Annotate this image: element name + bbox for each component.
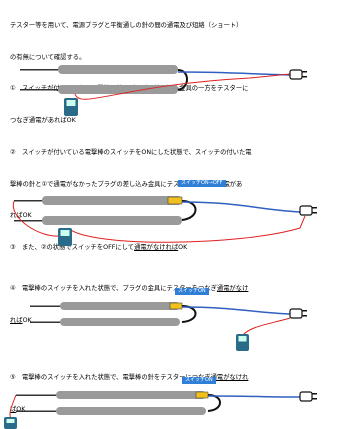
step4-line2-underlined: れば [10, 316, 23, 324]
step5-text: ⑤ 電撃棒のスイッチを入れた状態で、電撃棒の針をテスターにつなぎ通電がなけれ ば… [10, 352, 345, 426]
step4-line1-underlined: 通電がなけ [216, 285, 249, 292]
step2-text: ② スイッチが付いている電撃棒のスイッチをONにした状態で、スイッチの付いた電 … [10, 127, 345, 264]
rod-lower [30, 318, 180, 326]
tester-icon [236, 334, 249, 351]
step5-line1-underlined: 通電がなけれ [210, 374, 249, 381]
switch-icon [167, 196, 183, 205]
cable-black [181, 305, 197, 323]
badge-switch-on-off: スイッチON→OFF [178, 180, 226, 187]
figure-4-diagram [4, 391, 317, 429]
step3-underlined: 通電がなければ [134, 243, 179, 251]
step4-line1-prefix: ④ 電撃棒のスイッチを入れた状態で、プラグの金具にテスターをつなぎ [10, 285, 217, 292]
figure-3-diagram [30, 302, 307, 351]
tester-icon [4, 417, 17, 429]
step5-line2-suffix: OK [16, 405, 26, 413]
cable-red [241, 317, 291, 337]
figure-1-diagram [20, 65, 307, 116]
step2-line-3: ればOK [10, 212, 32, 219]
cable-blue [181, 306, 291, 315]
intro-line-2: の有無について確認する。 [10, 53, 86, 61]
step4-line2-suffix: OK [22, 316, 32, 324]
plug-icon [289, 308, 307, 319]
cable-black [207, 394, 221, 412]
rod-lower [20, 85, 178, 94]
step2-line-1: ② スイッチが付いている電撃棒のスイッチをONにした状態で、スイッチの付いた電 [10, 149, 252, 156]
cable-red [67, 215, 306, 243]
plug-icon [299, 205, 317, 216]
step4-text: ④ 電撃棒のスイッチを入れた状態で、プラグの金具にテスターをつなぎ通電がなけ れ… [10, 263, 345, 337]
step5-line-2: ばOK [10, 405, 345, 416]
cable-blue [207, 395, 301, 398]
rod-lower [14, 216, 182, 225]
rod-upper [16, 391, 209, 399]
step1-line-2: つなぎ通電があればOK [10, 116, 76, 124]
step4-line-1: ④ 電撃棒のスイッチを入れた状態で、プラグの金具にテスターをつなぎ通電がなけ [10, 284, 345, 295]
rod-upper [20, 65, 178, 74]
cable-black [181, 200, 197, 221]
figure-2-diagram [12, 196, 317, 246]
step3-prefix: ③ また、②の状態でスイッチをOFFにして [10, 243, 135, 251]
step5-line2-underlined: ば [10, 405, 17, 413]
tester-icon [64, 98, 78, 116]
step2-line-2: 撃棒の針と①で通電がなかったプラグの差し込み金具にテスターをつなぎ通電があ [10, 180, 243, 188]
rod-upper [14, 196, 183, 205]
switch-icon [169, 302, 183, 310]
cable-red [74, 73, 291, 100]
switch-icon [195, 391, 209, 399]
cable-red-left [12, 200, 61, 237]
badge-switch-on: スイッチON [182, 377, 216, 384]
rod-lower [16, 407, 206, 415]
tester-icon [58, 228, 72, 246]
intro-line-1: テスター等を用いて、電源プラグと平衡通しの針の間の通電及び短絡（ショート） [10, 22, 243, 29]
plug-icon [289, 69, 307, 80]
badge-switch-on: スイッチON [175, 288, 209, 295]
cable-blue [177, 71, 291, 76]
step3-suffix: OK [178, 243, 188, 251]
step4-line-2: ればOK [10, 316, 345, 327]
step3-line: ③ また、②の状態でスイッチをOFFにして通電がなければOK [10, 243, 345, 254]
cable-blue [181, 201, 301, 213]
cable-black [177, 69, 188, 91]
rod-upper [30, 302, 183, 310]
plug-icon [299, 391, 317, 402]
step5-line-1: ⑤ 電撃棒のスイッチを入れた状態で、電撃棒の針をテスターにつなぎ通電がなけれ [10, 373, 345, 384]
step5-line1-prefix: ⑤ 電撃棒のスイッチを入れた状態で、電撃棒の針をテスターにつなぎ [10, 374, 211, 381]
